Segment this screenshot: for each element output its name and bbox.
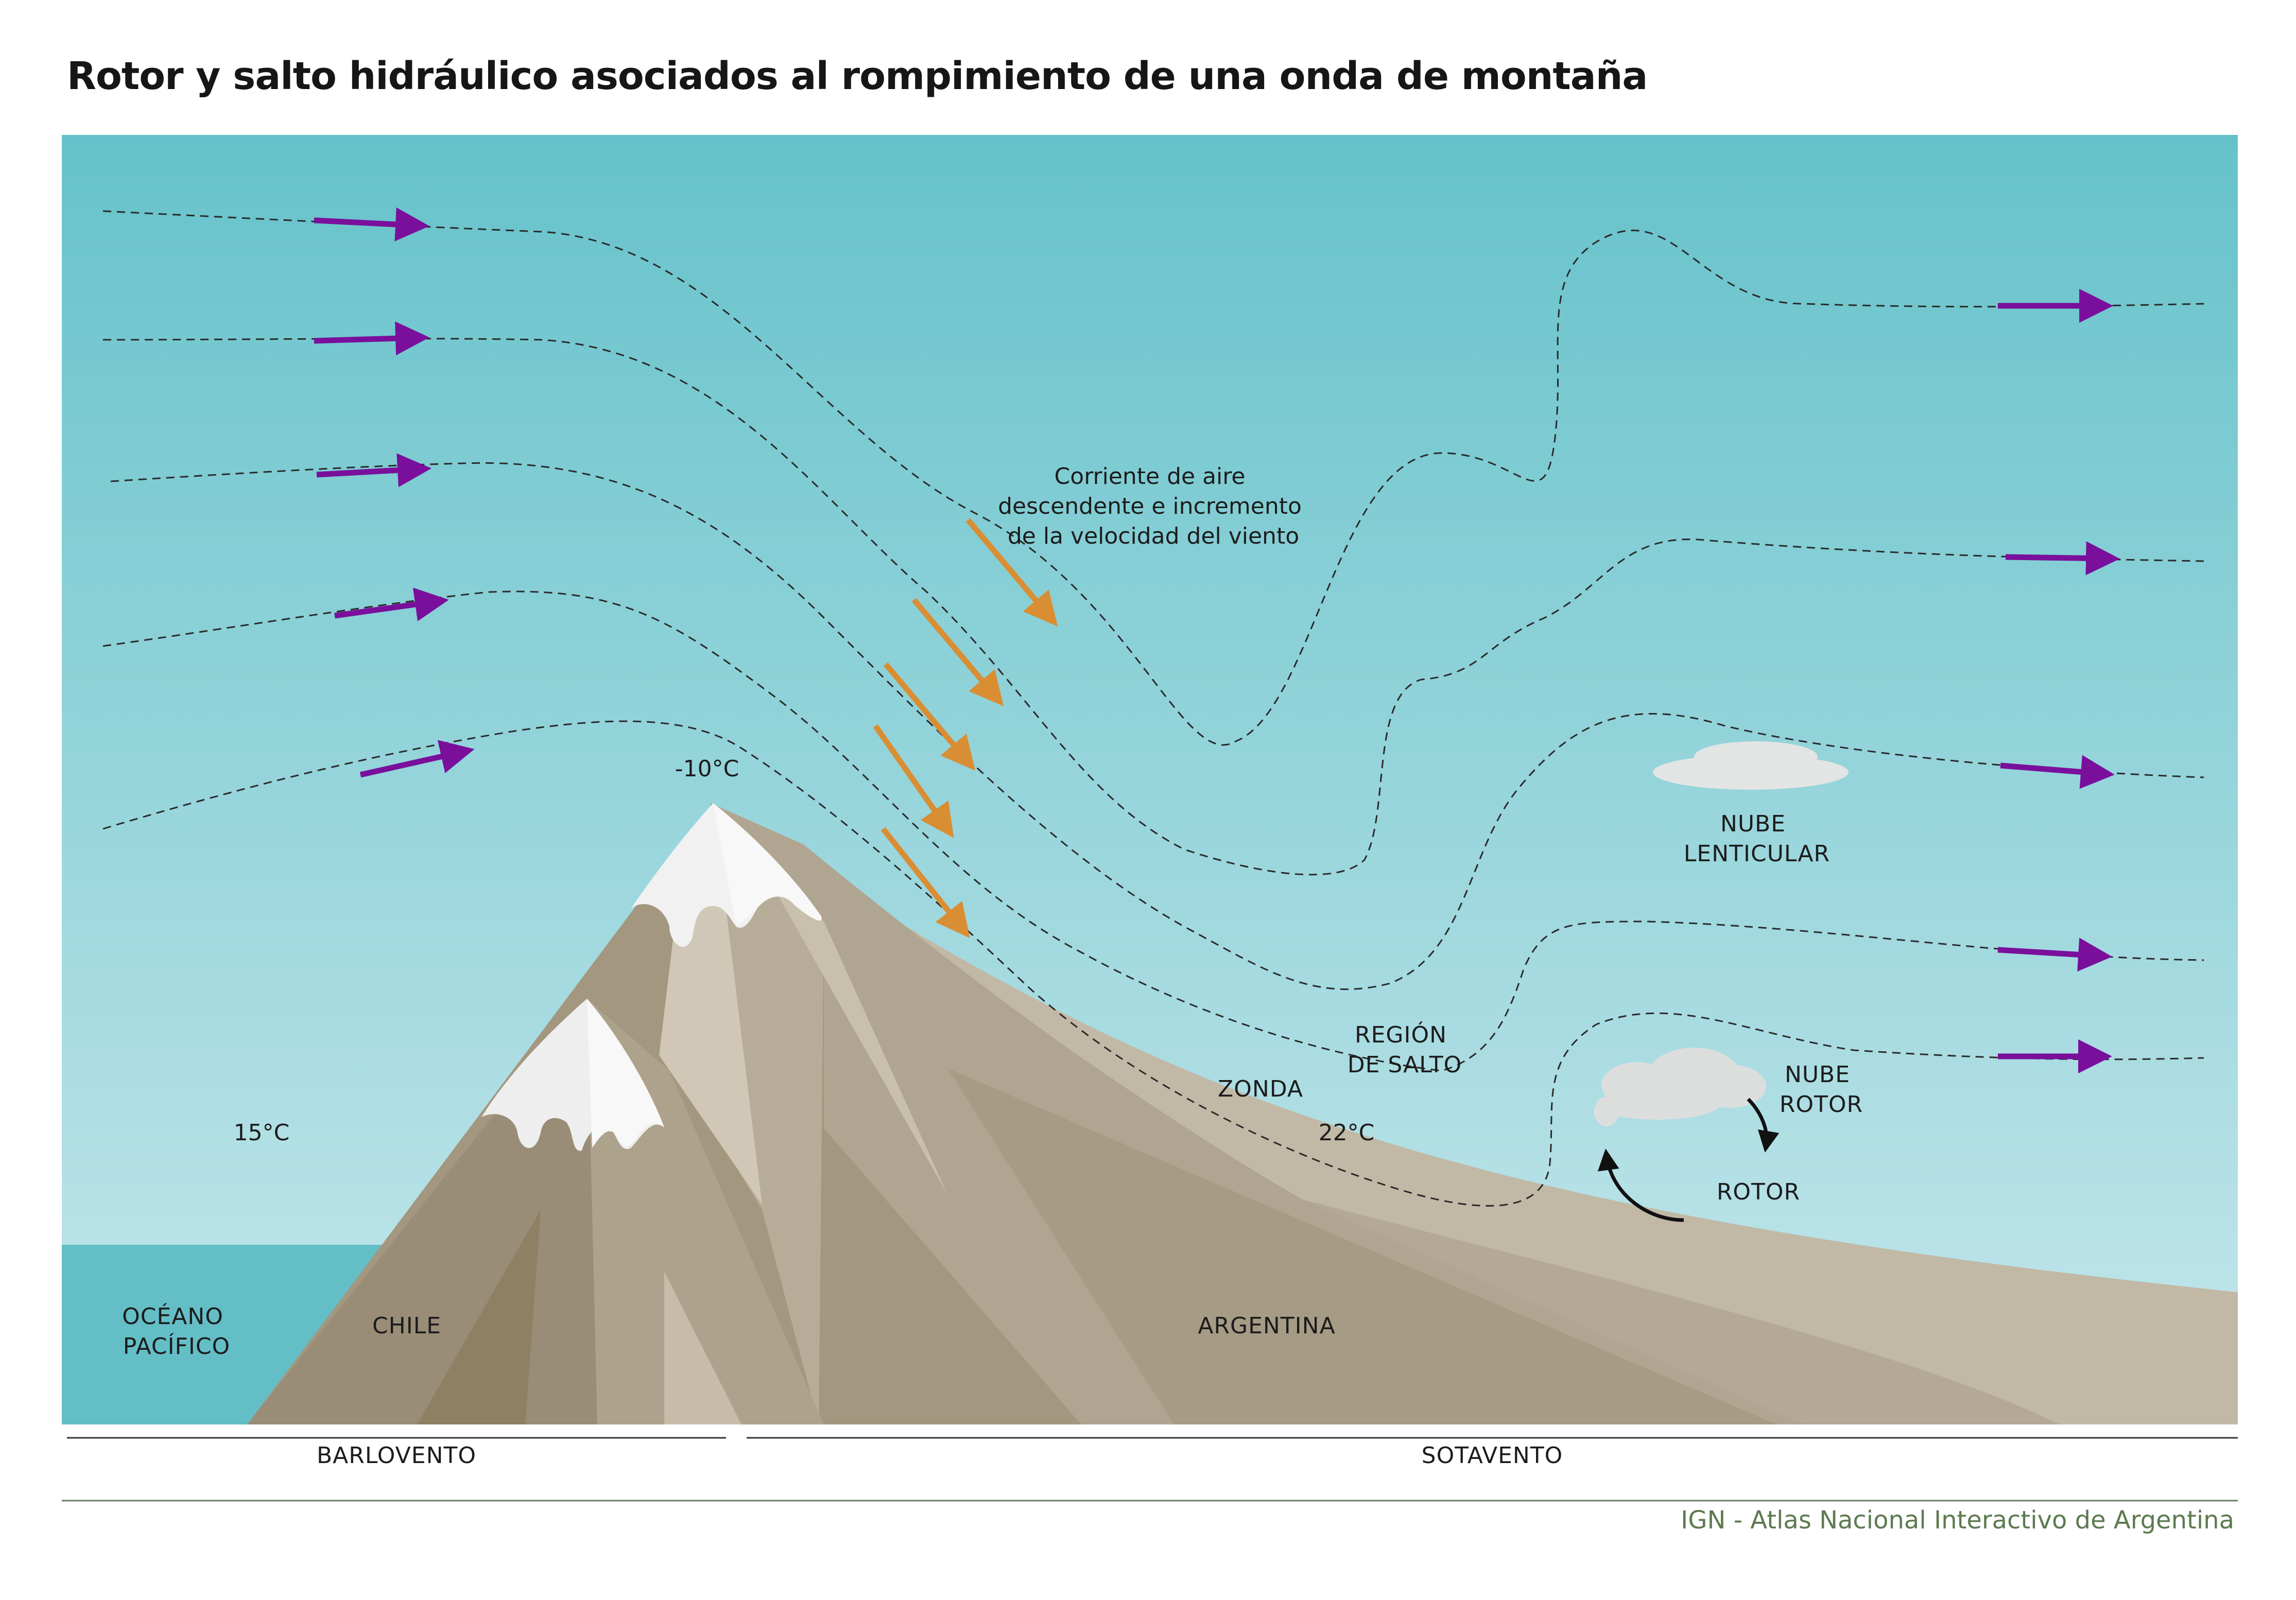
descent-arrow — [883, 662, 976, 771]
rotor-cloud-label: NUBE ROTOR — [1780, 1062, 1863, 1118]
rotor-cloud-line: ROTOR — [1780, 1091, 1863, 1118]
descending-air-line: descendente e incremento — [998, 493, 1302, 519]
terrain — [247, 803, 2238, 1424]
rotor-cloud — [1594, 1048, 1766, 1126]
ocean-label: OCÉANO PACÍFICO — [122, 1302, 231, 1360]
lenticular-cloud-label: NUBE LENTICULAR — [1684, 811, 1830, 867]
rotor-arrow — [1597, 1149, 1684, 1222]
summit-temperature: -10°C — [675, 756, 739, 782]
jump-region-label: REGIÓN DE SALTO — [1348, 1021, 1462, 1078]
streamline-4 — [102, 590, 2204, 1072]
argentina-label: ARGENTINA — [1198, 1313, 1335, 1339]
airflow-streamlines — [102, 210, 2204, 1207]
descent-arrow — [873, 724, 954, 839]
wind-arrow — [334, 587, 449, 621]
streamline-3 — [110, 462, 2204, 990]
wind-arrow — [314, 321, 429, 356]
leeward-label: SOTAVENTO — [1422, 1442, 1563, 1469]
descent-arrows — [873, 518, 1058, 938]
windward-label: BARLOVENTO — [317, 1442, 476, 1469]
rotor-label: ROTOR — [1717, 1179, 1800, 1205]
wind-arrow — [2000, 755, 2115, 789]
zonda-label: ZONDA — [1218, 1076, 1303, 1102]
streamline-5 — [102, 720, 2204, 1207]
rotor-cloud-line: NUBE — [1785, 1062, 1850, 1088]
windward-temperature: 15°C — [234, 1120, 290, 1146]
descending-air-line: de la velocidad del viento — [1008, 523, 1299, 549]
streamline-1 — [102, 210, 2204, 746]
rotor-circulation — [1597, 1098, 1780, 1222]
jump-region-line: REGIÓN — [1355, 1021, 1447, 1048]
wind-arrows — [314, 207, 2120, 1073]
wind-arrow — [314, 207, 429, 241]
page-title: Rotor y salto hidráulico asociados al ro… — [67, 54, 1648, 98]
chile-label: CHILE — [372, 1313, 441, 1339]
descending-air-label: Corriente de aire descendente e incremen… — [998, 463, 1309, 549]
descent-arrow — [911, 598, 1004, 706]
streamline-2 — [102, 338, 2204, 876]
leeward-temperature: 22°C — [1319, 1120, 1375, 1146]
descending-air-line: Corriente de aire — [1055, 463, 1246, 490]
rotor-arrow — [1747, 1098, 1780, 1153]
ocean-line: PACÍFICO — [123, 1332, 230, 1360]
ocean-line: OCÉANO — [122, 1302, 223, 1330]
lenticular-cloud-line: NUBE — [1720, 811, 1786, 837]
descent-arrow — [881, 827, 970, 938]
lenticular-cloud — [1653, 741, 1849, 790]
wind-arrow — [2005, 541, 2120, 576]
wind-arrow — [1997, 937, 2112, 972]
wind-arrow — [359, 740, 475, 778]
wind-arrow — [316, 453, 431, 488]
lenticular-cloud-line: LENTICULAR — [1684, 841, 1830, 867]
footer-credit: IGN - Atlas Nacional Interactivo de Arge… — [1681, 1506, 2234, 1535]
descent-arrow — [965, 518, 1058, 627]
jump-region-line: DE SALTO — [1348, 1052, 1462, 1078]
